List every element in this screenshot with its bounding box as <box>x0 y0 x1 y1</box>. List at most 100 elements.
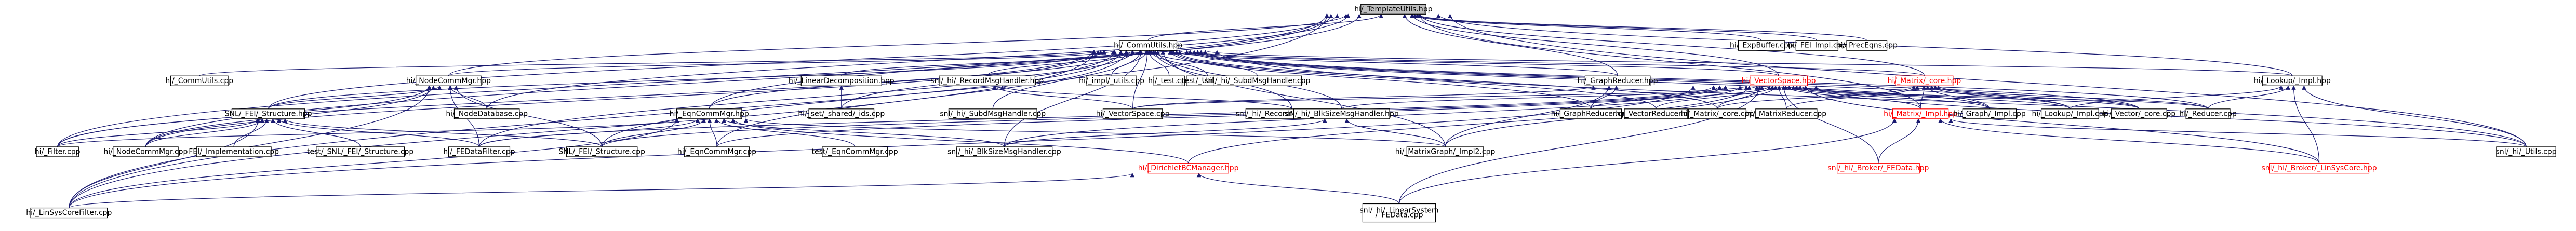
graph-node[interactable]: snl/_hi/_SubdMsgHandler.cpp <box>940 108 1046 119</box>
node-box <box>1360 4 1426 15</box>
dependency-edge <box>1777 85 1787 109</box>
dependency-edge <box>1933 85 2140 110</box>
node-box <box>1362 203 1436 223</box>
graph-node[interactable]: hi/_NodeCommMgr.hpp <box>406 75 491 86</box>
node-label: hi/_CommUtils.cpp <box>165 77 233 85</box>
graph-node[interactable]: SNL/_FEI/_Structure.cpp <box>558 146 645 157</box>
graph-node[interactable]: hi/_set/_shared/_ids.cpp <box>798 108 885 119</box>
graph-node[interactable]: hi/_NodeDatabase.cpp <box>446 108 528 119</box>
graph-node[interactable]: snl/_hi/_RecordMsgHandler.hpp <box>930 75 1044 86</box>
graph-node[interactable]: hi/_Vector/_core.cpp <box>2102 108 2175 119</box>
graph-node[interactable]: SNL/_FEI/_Structure.hpp <box>225 108 312 119</box>
graph-node[interactable]: test/_SNL/_FEI/_Structure.cpp <box>307 146 413 157</box>
graph-node[interactable]: hi/_Reducer.cpp <box>2179 108 2237 119</box>
graph-node[interactable]: hi/_ExpBuffer.cpp <box>1730 40 1793 51</box>
dependency-edge <box>1341 85 1759 110</box>
node-box <box>316 146 405 157</box>
graph-node[interactable]: hi/_Lookup/_Impl.cpp <box>2032 108 2108 119</box>
graph-node[interactable]: hi/_Matrix/_core.cpp <box>1681 108 1754 119</box>
node-label: hi/_Lookup/_Impl.cpp <box>2032 110 2108 118</box>
graph-node[interactable]: hi/_CommUtils.hpp <box>1114 40 1182 51</box>
node-label: hi/_GraphReducer.cpp <box>1551 110 1631 118</box>
graph-node[interactable]: hi/_Filter.cpp <box>35 146 81 157</box>
node-box <box>2185 108 2231 119</box>
node-box <box>416 75 482 86</box>
dependency-edge <box>744 118 1446 147</box>
graph-node[interactable]: snl/_hi/_LinearSystem/_FEData.cpp <box>1360 203 1439 223</box>
graph-node[interactable]: hi/_Lookup/_Impl.hpp <box>2254 75 2331 86</box>
dependency-edge <box>145 50 1100 147</box>
graph-node[interactable]: hi/_GraphReducer.hpp <box>1578 75 1658 86</box>
dependency-edge <box>448 50 1115 76</box>
dependency-edge <box>1178 50 1779 76</box>
graph-node[interactable]: snl/_hi/_Broker/_LinSysCore.hpp <box>2262 163 2377 174</box>
dependency-edge <box>453 85 603 147</box>
dependency-edge <box>1132 85 1749 110</box>
graph-node[interactable]: hi/_GraphReducer.cpp <box>1551 108 1631 119</box>
graph-node[interactable]: test/_EqnCommMgr.cpp <box>812 146 898 157</box>
dependency-edge <box>1717 85 1778 109</box>
graph-node[interactable]: hi/_test.cpp <box>1148 75 1190 86</box>
dependency-edge <box>69 118 261 208</box>
graph-node[interactable]: hi/_FEDataFilter.cpp <box>443 146 515 157</box>
node-box <box>566 146 638 157</box>
graph-node[interactable]: snl/_hi/_BlkSizeMsgHandler.cpp <box>947 146 1061 157</box>
graph-node[interactable]: hi/_NodeCommMgr.cpp <box>103 146 188 157</box>
graph-node[interactable]: hi/_FEI_Impl.cpp <box>1787 40 1846 51</box>
dependency-edge <box>1409 13 1762 41</box>
graph-node[interactable]: hi/_EqnCommMgr.hpp <box>670 108 749 119</box>
dependency-edge <box>57 118 260 147</box>
graph-node[interactable]: hi/_TemplateUtils.hpp <box>1354 4 1433 15</box>
dependency-edge <box>1948 118 2527 147</box>
dependency-edge <box>448 13 1349 76</box>
graph-node[interactable]: hi/_impl/_utils.cpp <box>1079 75 1144 86</box>
graph-node[interactable]: hi/_LinSysCoreFilter.cpp <box>26 207 112 219</box>
node-label: hi/_LinearDecomposition.hpp <box>789 77 895 85</box>
graph-node[interactable]: hi/_Graph/_Impl.cpp <box>1953 108 2026 119</box>
node-label: hi/_Vector/_core.cpp <box>2102 110 2175 118</box>
node-label: hi/_CommUtils.hpp <box>1114 42 1182 50</box>
graph-node[interactable]: snl/_hi/_SubdMsgHandler.cpp <box>1205 75 1311 86</box>
dependency-edge <box>69 118 679 208</box>
dependency-edge <box>2207 85 2290 110</box>
graph-node[interactable]: hi/_VectorReducer.cpp <box>1616 108 1697 119</box>
graph-node[interactable]: hi/_VectorSpace.cpp <box>1096 108 1170 119</box>
node-label: hi/_DirichletBCManager.hpp <box>1138 164 1239 172</box>
dependency-edge <box>1717 85 1916 110</box>
dependency-edge <box>1398 118 1897 204</box>
node-box <box>1795 40 1839 51</box>
node-label: snl/_hi/_SubdMsgHandler.cpp <box>1205 77 1311 85</box>
node-box <box>676 108 742 119</box>
node-box <box>1738 40 1785 51</box>
graph-node[interactable]: snl/_hi/_Utils.cpp <box>2496 146 2557 157</box>
node-box <box>1895 75 1954 86</box>
graph-node[interactable]: hi/_MatrixReducer.cpp <box>1746 108 1826 119</box>
node-box <box>800 75 882 86</box>
graph-node[interactable]: hi/_Matrix/_Impl.hpp <box>1884 108 1957 119</box>
graph-node[interactable]: hi/_DirichletBCManager.hpp <box>1138 163 1239 174</box>
node-label: snl/_hi/_RecordMsgHandler.hpp <box>930 77 1044 85</box>
graph-node[interactable]: FEI/_Implementation.cpp <box>189 146 279 157</box>
node-label: hi/_Matrix/_Impl.hpp <box>1884 110 1957 118</box>
graph-node[interactable]: hi/_VectorSpace.hpp <box>1742 75 1816 86</box>
graph-node[interactable]: hi/_CommUtils.cpp <box>165 75 233 86</box>
node-box <box>2269 163 2370 174</box>
graph-node[interactable]: hi/_PrecEqns.cpp <box>1836 40 1898 51</box>
graph-node[interactable]: hi/_EqnCommMgr.cpp <box>677 146 756 157</box>
graph-node[interactable]: hi/_LinearDecomposition.hpp <box>789 75 895 86</box>
node-label: hi/_Reducer.cpp <box>2179 110 2237 118</box>
dependency-edge <box>1398 85 1762 204</box>
node-label: hi/_VectorReducer.cpp <box>1616 110 1696 118</box>
node-label: hi/_VectorSpace.hpp <box>1742 77 1816 85</box>
node-box <box>1755 108 1818 119</box>
node-box <box>196 146 272 157</box>
dependency-edge <box>1445 85 1611 147</box>
graph-node[interactable]: hi/_Matrix/_core.hpp <box>1888 75 1961 86</box>
graph-node[interactable]: snl/_hi/_Broker/_FEData.hpp <box>1827 163 1929 174</box>
dependency-edge <box>268 13 1340 109</box>
dependency-edge <box>1004 118 1327 147</box>
node-box <box>30 207 108 219</box>
graph-node[interactable]: snl/_hi/_BlkSizeMsgHandler.hpp <box>1285 108 1399 119</box>
graph-node[interactable]: hi/_MatrixGraph/_Impl2.cpp <box>1395 146 1496 157</box>
